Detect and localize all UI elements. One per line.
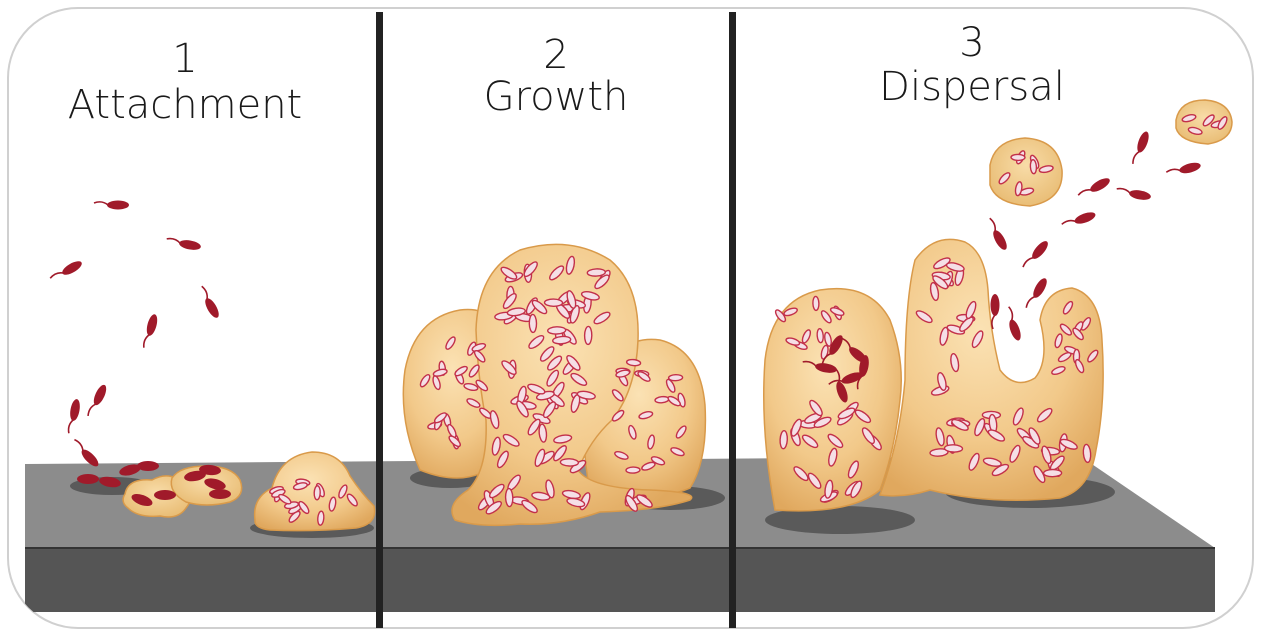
embedded-bacterium <box>1011 154 1025 160</box>
stage-number-1: 1 <box>172 36 197 82</box>
embedded-bacterium <box>587 268 605 276</box>
embedded-bacterium <box>505 488 513 506</box>
stage-number-2: 2 <box>543 32 568 78</box>
embedded-bacterium <box>584 326 592 344</box>
embedded-bacterium <box>813 296 819 310</box>
attached-bacterium <box>154 490 176 500</box>
stage-title-growth: Growth <box>484 74 629 120</box>
embedded-bacterium <box>560 458 578 466</box>
embedded-bacterium <box>314 486 320 500</box>
embedded-bacterium <box>780 431 788 449</box>
attached-bacterium <box>77 474 99 484</box>
stage-title-dispersal: Dispersal <box>879 64 1065 110</box>
embedded-bacterium <box>529 314 537 332</box>
embedded-bacterium <box>544 299 562 307</box>
embedded-bacterium <box>944 444 962 452</box>
embedded-bacterium <box>626 467 640 473</box>
embedded-bacterium <box>1030 160 1037 174</box>
stage-title-attachment: Attachment <box>68 82 303 128</box>
divider-1 <box>376 12 383 636</box>
dispersed-clump <box>990 138 1062 206</box>
surface-front <box>25 548 1215 612</box>
attached-bacterium <box>209 489 231 499</box>
attached-bacterium <box>137 461 159 471</box>
stage-number-3: 3 <box>959 20 984 66</box>
embedded-bacterium <box>1044 469 1062 477</box>
embedded-bacterium <box>548 326 566 334</box>
divider-2 <box>729 12 736 636</box>
